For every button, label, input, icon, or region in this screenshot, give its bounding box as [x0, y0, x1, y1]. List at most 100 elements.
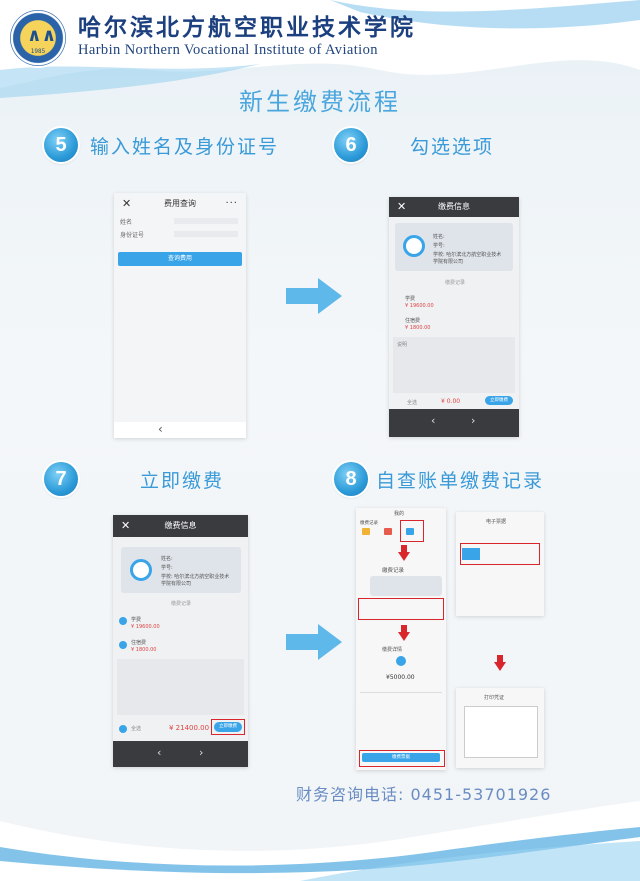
logo-wings-icon: ∧∧: [27, 25, 57, 46]
screen-7-bar-title: 缴费信息: [164, 521, 197, 530]
logo-year: 1985: [30, 48, 46, 55]
school-line: 学校: 哈尔滨北方航空职业技术: [433, 252, 502, 258]
step-8-label: 自查账单缴费记录: [376, 470, 545, 492]
pay-button-highlight: [211, 719, 245, 735]
tuition-amount: ¥ 19600.00: [131, 624, 160, 630]
screen-5-footer: ‹: [114, 422, 246, 438]
detail-list: [360, 692, 442, 745]
dorm-checkbox[interactable]: [119, 641, 127, 649]
step-6-badge: 6: [334, 128, 368, 162]
screen-5-bar-title: 费用查询: [164, 199, 196, 208]
receipt-button-highlight: [359, 750, 445, 767]
screen-7-phone: ✕ 缴费信息 姓名: 学号: 学校: 哈尔滨北方航空职业技术 学院有限公司 缴费…: [113, 515, 248, 767]
records-label: 缴费记录: [171, 601, 192, 607]
student-id-label: 学号:: [433, 243, 445, 249]
student-info-card: 姓名: 学号: 学校: 哈尔滨北方航空职业技术 学院有限公司: [121, 547, 241, 593]
total-amount: ¥ 21400.00: [169, 724, 210, 732]
select-all-checkbox[interactable]: [119, 725, 127, 733]
pay-now-button[interactable]: 立即缴费: [214, 722, 242, 732]
select-all-label[interactable]: 全选: [131, 726, 142, 732]
screen-5-phone: ✕ 费用查询 ··· 姓名 身份证号 查询费用 ‹: [114, 193, 246, 438]
dorm-amount: ¥ 1800.00: [131, 647, 157, 653]
screen-6-bar-title: 缴费信息: [438, 202, 470, 211]
screen-8-right-bottom-phone: 打印凭证: [456, 688, 544, 768]
step-8-badge: 8: [334, 462, 368, 496]
tuition-checkbox[interactable]: [119, 617, 127, 625]
tuition-amount: ¥ 19600.00: [405, 303, 434, 309]
more-icon[interactable]: ···: [225, 198, 238, 209]
flow-arrow-right: [286, 624, 342, 660]
screen-7-navbar: ‹ ›: [113, 741, 248, 767]
e-receipt-title: 电子票据: [486, 519, 507, 525]
notes-label: 说明: [397, 342, 408, 348]
screen-5-bar: ✕ 费用查询 ···: [114, 193, 246, 215]
close-icon[interactable]: ✕: [121, 519, 131, 532]
flow-arrow-right: [286, 278, 342, 314]
print-receipt-title: 打印凭证: [484, 695, 505, 701]
step-7-label: 立即缴费: [140, 470, 225, 492]
tuition-label: 学费: [405, 296, 416, 302]
bill-icon: [362, 528, 370, 535]
screen-6-navbar: ‹ ›: [389, 409, 519, 437]
footer-wave: [0, 801, 640, 881]
back-chevron-icon[interactable]: ‹: [158, 422, 163, 436]
forward-icon[interactable]: ›: [471, 414, 476, 427]
total-amount: ¥ 0.00: [441, 398, 461, 405]
school-name-en: Harbin Northern Vocational Institute of …: [78, 42, 378, 58]
contact-phone: 财务咨询电话: 0451-53701926: [296, 785, 552, 804]
notes-panel: 说明: [393, 337, 515, 393]
back-icon[interactable]: ‹: [431, 414, 436, 427]
record-card: [370, 576, 442, 596]
tuition-label: 学费: [131, 617, 142, 623]
screen-8-left-phone: 我的 缴费记录 缴费记录 缴费详情 ¥5000.00 缴费票据: [356, 508, 446, 770]
avatar: [130, 559, 152, 581]
left-tab: 缴费记录: [360, 521, 378, 526]
student-id-label: 学号:: [161, 565, 173, 571]
receipt-highlight[interactable]: [460, 543, 540, 565]
fee-icon-highlight: [400, 520, 424, 542]
fee-icon: [406, 528, 414, 535]
school-logo: ∧∧ 1985: [10, 10, 66, 66]
forward-icon[interactable]: ›: [199, 746, 204, 759]
red-down-arrow-icon: [494, 655, 506, 671]
select-all-label[interactable]: 全选: [407, 400, 418, 406]
red-down-arrow-icon: [398, 625, 410, 641]
dorm-label: 住宿费: [405, 318, 421, 324]
step-6-label: 勾选选项: [410, 136, 495, 158]
school-line-2: 学院有限公司: [161, 581, 192, 587]
detail-title: 缴费详情: [382, 647, 403, 653]
query-fee-button[interactable]: 查询费用: [118, 252, 242, 266]
receipt-thumb-icon: [462, 548, 480, 560]
screen-6-bar: ✕ 缴费信息: [389, 197, 519, 217]
screen-7-bar: ✕ 缴费信息: [113, 515, 248, 537]
screen-8-right-top-phone: 电子票据: [456, 512, 544, 616]
school-line: 学校: 哈尔滨北方航空职业技术: [161, 574, 230, 580]
id-input[interactable]: [174, 231, 238, 237]
success-check-icon: [396, 656, 406, 666]
record-row-highlight[interactable]: [358, 598, 444, 620]
record-icon: [384, 528, 392, 535]
dorm-amount: ¥ 1800.00: [405, 325, 431, 331]
back-icon[interactable]: ‹: [157, 746, 162, 759]
student-info-card: 姓名: 学号: 学校: 哈尔滨北方航空职业技术 学院有限公司: [395, 223, 513, 271]
dorm-label: 住宿费: [131, 640, 147, 646]
records-label: 缴费记录: [445, 280, 466, 286]
close-icon[interactable]: ✕: [122, 197, 132, 210]
school-name-cn: 哈尔滨北方航空职业技术学院: [78, 14, 416, 41]
name-field-label: 姓名: [120, 219, 133, 226]
name-input[interactable]: [174, 218, 238, 224]
step-5-badge: 5: [44, 128, 78, 162]
close-icon[interactable]: ✕: [397, 200, 407, 213]
header-wave: [0, 0, 640, 98]
step-7-badge: 7: [44, 462, 78, 496]
red-down-arrow-icon: [398, 545, 410, 561]
receipt-button[interactable]: 缴费票据: [362, 753, 440, 762]
school-line-2: 学院有限公司: [433, 259, 464, 265]
pay-now-button[interactable]: 立即缴费: [485, 396, 513, 405]
avatar: [403, 235, 425, 257]
record-title: 缴费记录: [382, 568, 405, 574]
receipt-preview: [464, 706, 538, 758]
id-field-label: 身份证号: [120, 232, 145, 239]
menu-title: 我的: [394, 511, 405, 517]
